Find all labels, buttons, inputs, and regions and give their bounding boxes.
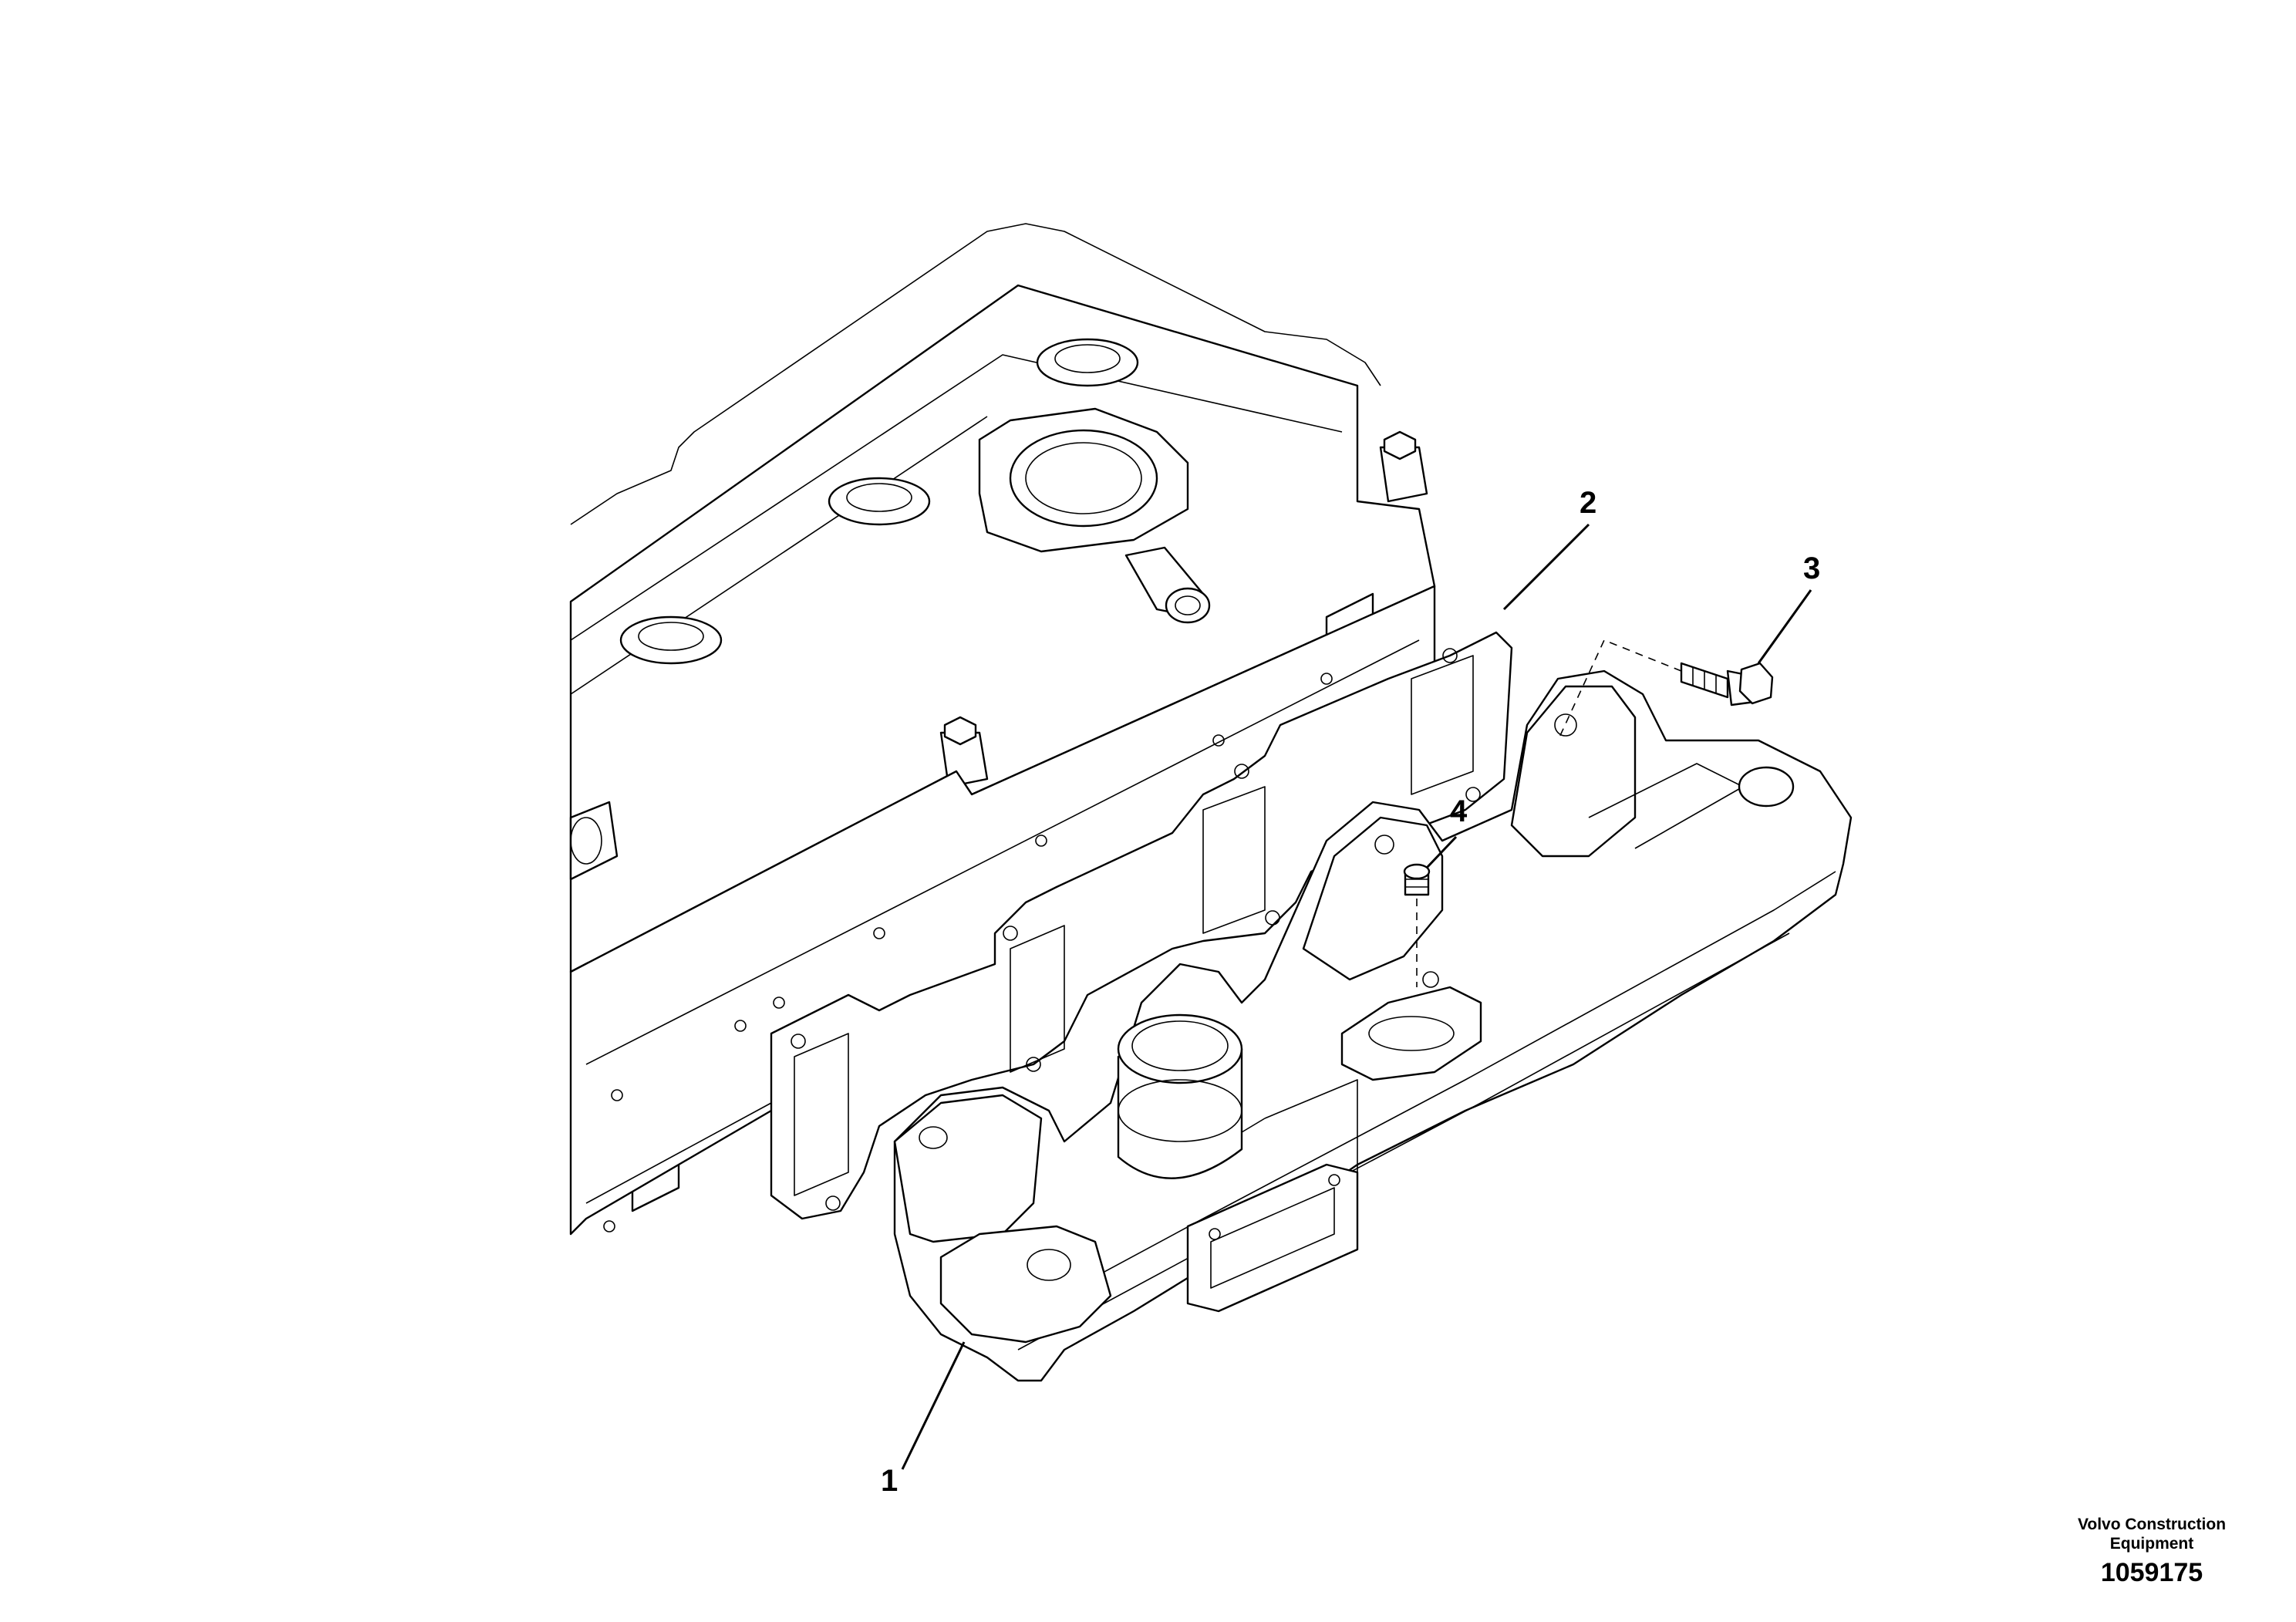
- top-round-flange: [978, 407, 1189, 553]
- cover-port-right: [1036, 338, 1139, 387]
- cover-port-middle: [828, 477, 931, 526]
- callout-2: 2: [1580, 486, 1597, 520]
- exhaust-manifold: [893, 669, 1853, 1382]
- callout-3: 3: [1803, 551, 1821, 585]
- head-face-holes: [603, 673, 1333, 1233]
- leader-line-4: [1425, 835, 1458, 869]
- cover-port-left: [619, 615, 723, 665]
- callout-1: 1: [881, 1464, 899, 1498]
- flange-bolt: [1680, 662, 1774, 706]
- exhaust-manifold-gasket: [770, 631, 1513, 1220]
- leader-line-1: [901, 1341, 966, 1470]
- leader-line-3: [1757, 589, 1812, 664]
- leader-line-2: [1502, 523, 1590, 611]
- coolant-pipe-stub: [1124, 546, 1211, 624]
- brand-line-1: Volvo Construction: [2077, 1516, 2227, 1533]
- bolt-assembly-line: [1557, 639, 1682, 741]
- manifold-outlet-pipe: [1117, 1013, 1243, 1179]
- callout-4: 4: [1450, 794, 1468, 828]
- threaded-plug: [1403, 863, 1431, 896]
- head-side-port: [569, 801, 619, 881]
- brand-line-2: Equipment: [2109, 1535, 2194, 1553]
- drawing-number: 1059175: [2100, 1558, 2203, 1587]
- head-bolt-right: [1379, 430, 1428, 503]
